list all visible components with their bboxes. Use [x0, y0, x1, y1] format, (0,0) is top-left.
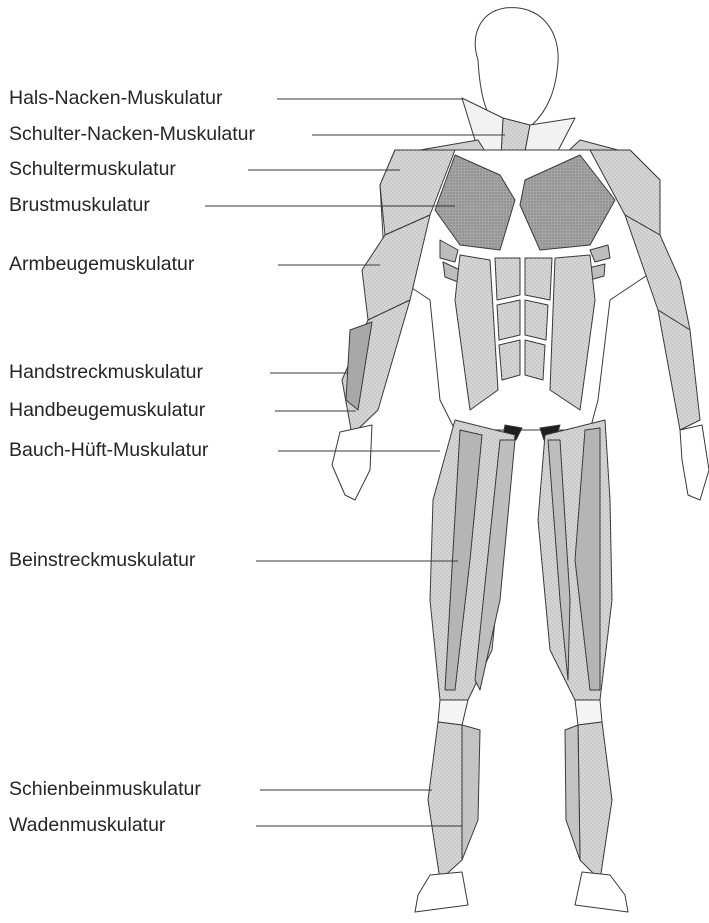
- label-arm-flexor-muscles: Armbeugemuskulatur: [9, 255, 194, 275]
- knee-right: [575, 700, 602, 725]
- abdominal-right: [525, 258, 552, 300]
- foot-right: [575, 872, 628, 912]
- foot-left: [415, 872, 468, 912]
- label-abdomen-hip-muscles: Bauch-Hüft-Muskulatur: [9, 441, 208, 461]
- shin-right: [578, 722, 612, 880]
- hand-right: [680, 425, 709, 500]
- abdominal-left: [495, 258, 520, 300]
- label-shin-muscles: Schienbeinmuskulatur: [9, 780, 201, 800]
- muscle-segment: [525, 300, 548, 340]
- muscle-segment: [499, 340, 520, 380]
- label-chest-muscles: Brustmuskulatur: [9, 196, 150, 216]
- forearm-right: [658, 310, 700, 430]
- label-shoulder-muscles: Schultermuskulatur: [9, 160, 176, 180]
- label-shoulder-neck-muscles: Schulter-Nacken-Muskulatur: [9, 125, 255, 145]
- hand-left: [332, 425, 372, 500]
- label-calf-muscles: Wadenmuskulatur: [9, 816, 165, 836]
- calf-left: [462, 725, 480, 860]
- shin-left: [428, 722, 462, 880]
- muscle-segment: [525, 340, 545, 380]
- label-leg-extensor-muscles: Beinstreckmuskulatur: [9, 551, 195, 571]
- label-neck-muscles: Hals-Nacken-Muskulatur: [9, 89, 222, 109]
- calf-right: [565, 725, 580, 860]
- label-hand-extensor-muscles: Handstreckmuskulatur: [9, 363, 203, 383]
- knee-left: [438, 700, 468, 725]
- label-hand-flexor-muscles: Handbeugemuskulatur: [9, 401, 205, 421]
- muscle-segment: [497, 300, 520, 340]
